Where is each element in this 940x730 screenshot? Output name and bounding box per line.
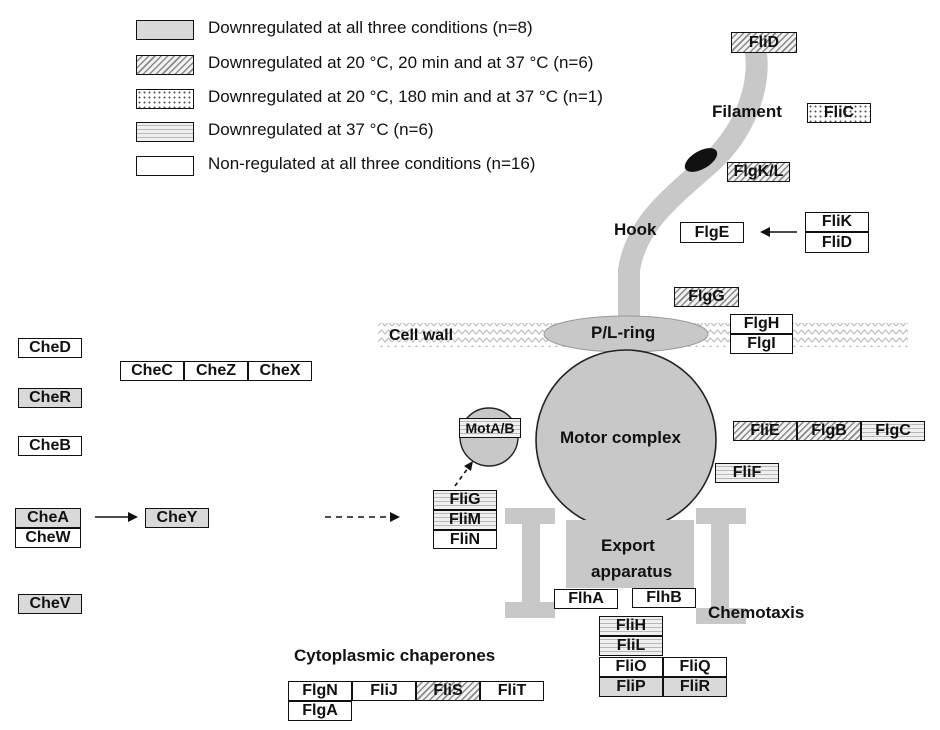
legend-item-dots: Downregulated at 20 °C, 180 min and at 3… — [136, 87, 696, 111]
legend-item-white: Non-regulated at all three conditions (n… — [136, 154, 696, 178]
legend-swatch-grey — [136, 20, 194, 40]
export-apparatus-shapes — [505, 508, 746, 624]
gene-flij: FliJ — [352, 681, 416, 701]
legend-text-dash: Downregulated at 37 °C (n=6) — [208, 120, 434, 139]
label-cytoplasmic-chaperones: Cytoplasmic chaperones — [294, 646, 496, 665]
gene-flie: FliE — [733, 421, 797, 441]
label-chemotaxis: Chemotaxis — [708, 603, 805, 622]
legend-text-white: Non-regulated at all three conditions (n… — [208, 154, 536, 173]
gene-flif: FliF — [715, 463, 779, 483]
gene-flik: FliK — [805, 212, 869, 232]
gene-flgc: FlgC — [861, 421, 925, 441]
gene-flic: FliC — [807, 103, 871, 123]
label-pl-ring: P/L-ring — [591, 323, 656, 342]
gene-flgh: FlgH — [730, 314, 793, 334]
gene-ched: CheD — [18, 338, 82, 358]
gene-flis: FliS — [416, 681, 480, 701]
gene-fliq: FliQ — [663, 657, 727, 677]
gene-chea: CheA — [15, 508, 81, 528]
gene-flge: FlgE — [680, 222, 744, 243]
gene-flim: FliM — [433, 510, 497, 530]
gene-flgk-l: FlgK/L — [727, 162, 790, 182]
label-filament: Filament — [712, 102, 782, 121]
gene-mota-b: MotA/B — [459, 418, 521, 438]
gene-flil: FliL — [599, 636, 663, 656]
gene-chey: CheY — [145, 508, 209, 528]
label-cell-wall: Cell wall — [389, 327, 454, 344]
gene-chex: CheX — [248, 361, 312, 381]
gene-flit: FliT — [480, 681, 544, 701]
label-motor-complex: Motor complex — [560, 428, 681, 447]
gene-flid-filament-cap: FliD — [731, 32, 797, 53]
gene-flgi: FlgI — [730, 334, 793, 354]
gene-chev: CheV — [18, 594, 82, 614]
label-hook: Hook — [614, 220, 657, 239]
gene-cheb: CheB — [18, 436, 82, 456]
legend-item-grey: Downregulated at all three conditions (n… — [136, 18, 696, 42]
gene-flgb: FlgB — [797, 421, 861, 441]
gene-flid-hook: FliD — [805, 232, 869, 253]
legend-swatch-dots — [136, 89, 194, 109]
gene-flir: FliR — [663, 677, 727, 697]
gene-chew: CheW — [15, 528, 81, 548]
legend-text-hatch: Downregulated at 20 °C, 20 min and at 37… — [208, 53, 594, 72]
legend-text-grey: Downregulated at all three conditions (n… — [208, 18, 533, 37]
gene-flih: FliH — [599, 616, 663, 636]
legend-swatch-dash — [136, 122, 194, 142]
gene-flig: FliG — [433, 490, 497, 510]
gene-cher: CheR — [18, 388, 82, 408]
gene-chez: CheZ — [184, 361, 248, 381]
gene-flio: FliO — [599, 657, 663, 677]
gene-flgn: FlgN — [288, 681, 352, 701]
gene-flga: FlgA — [288, 701, 352, 721]
arrowheads — [128, 227, 770, 522]
gene-flin: FliN — [433, 530, 497, 549]
label-export-line1: Export — [601, 536, 655, 555]
gene-flhb: FlhB — [632, 588, 696, 608]
arrows — [95, 231, 797, 518]
gene-flip: FliP — [599, 677, 663, 697]
arrow-flig-to-motab — [454, 467, 469, 487]
gene-flgg: FlgG — [674, 287, 739, 307]
label-export-line2: apparatus — [591, 562, 673, 581]
legend-item-hatch: Downregulated at 20 °C, 20 min and at 37… — [136, 53, 696, 77]
gene-chec: CheC — [120, 361, 184, 381]
legend-swatch-white — [136, 156, 194, 176]
legend-item-dash: Downregulated at 37 °C (n=6) — [136, 120, 696, 144]
legend-text-dots: Downregulated at 20 °C, 180 min and at 3… — [208, 87, 603, 106]
hook-filament-junction — [684, 148, 718, 172]
legend-swatch-hatch — [136, 55, 194, 75]
gene-flha: FlhA — [554, 589, 618, 609]
